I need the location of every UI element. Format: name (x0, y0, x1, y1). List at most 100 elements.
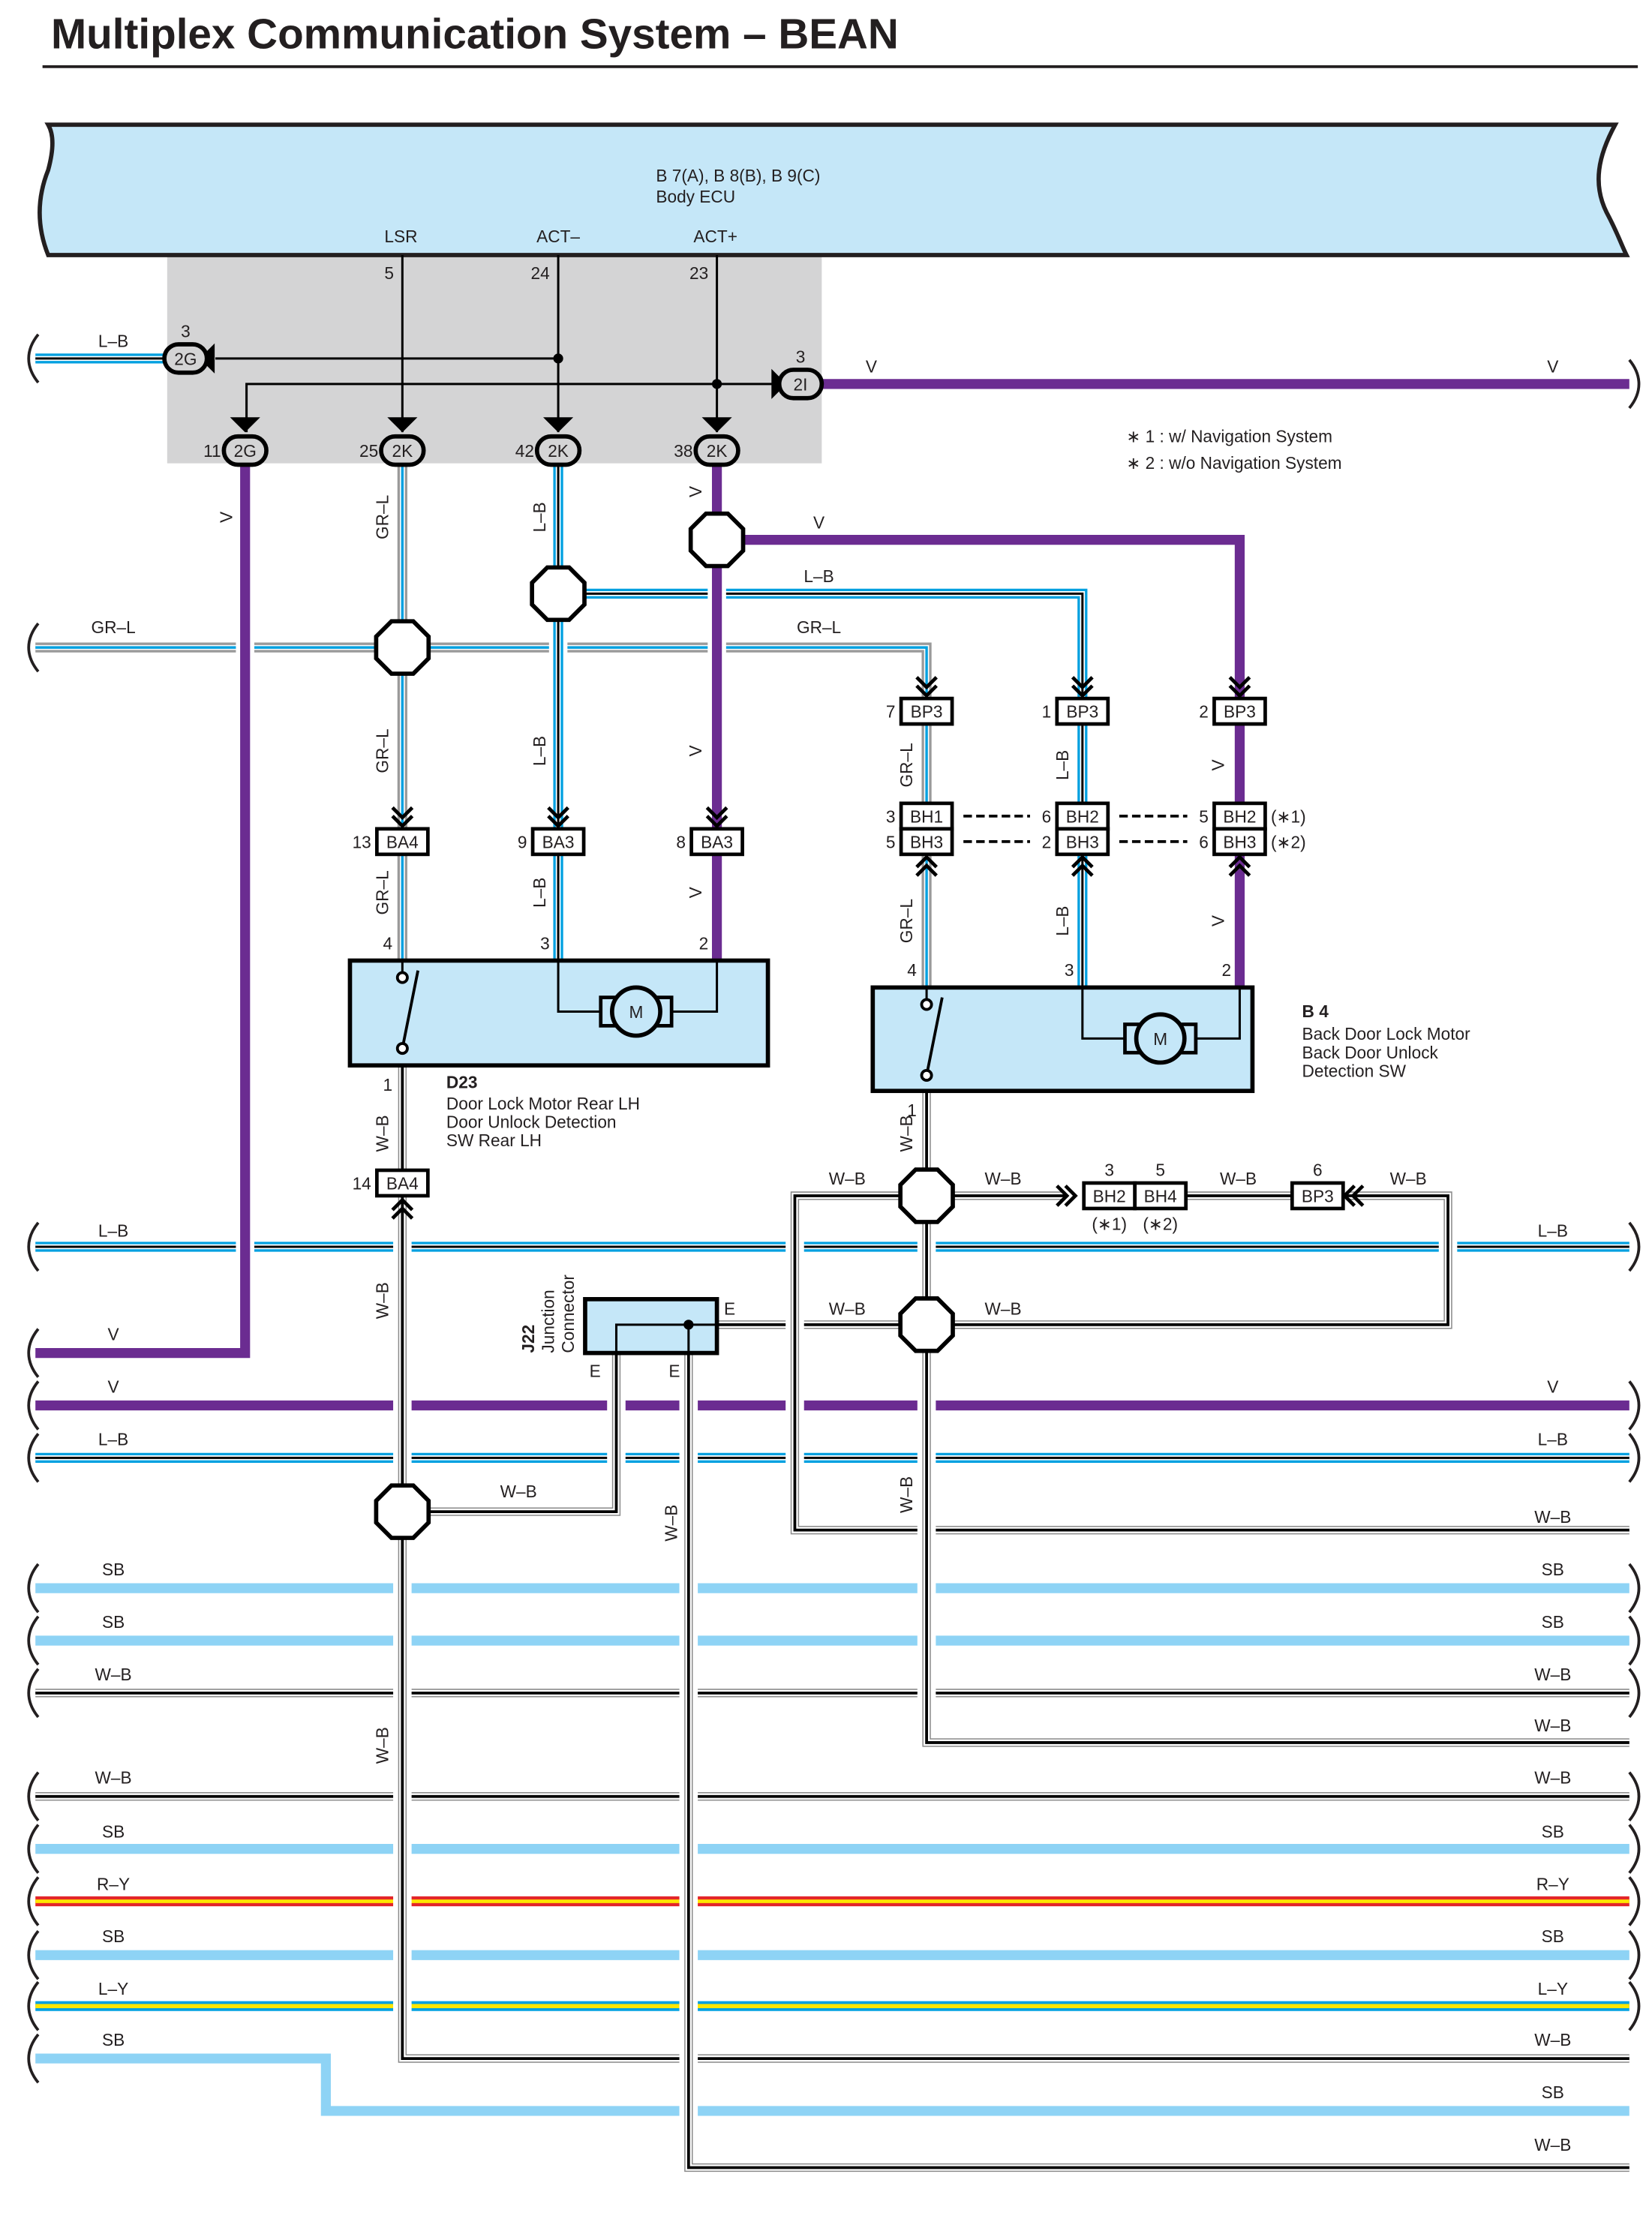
connector-id: BP3 (1066, 702, 1098, 722)
wire-stroke (716, 1192, 1452, 1328)
motor-label: M (629, 1002, 644, 1022)
bus-label-right: SB (1542, 1612, 1564, 1632)
switch-contact (920, 998, 933, 1011)
splice-point (374, 1483, 431, 1540)
chevron-stroke (547, 815, 569, 829)
connector-shape (374, 1168, 430, 1198)
ecu-pin-lsr: 5 (384, 263, 394, 283)
wire-grl (35, 642, 932, 698)
connector-shape (1055, 696, 1110, 726)
chevron-stroke (1228, 863, 1251, 877)
wire-gap (35, 464, 254, 1362)
connector-variant-note: (∗2) (1271, 832, 1306, 851)
connector-pin: 9 (518, 832, 527, 851)
connector-2k: 2K 25 (359, 434, 426, 467)
break-mark-left (27, 1563, 40, 1614)
break-mark-right (1628, 1433, 1641, 1483)
wire-wb (402, 1353, 626, 1521)
switch-contact (395, 1042, 409, 1055)
junction-dot (711, 379, 722, 389)
wire-label: GR–L (797, 617, 841, 637)
break-mark-right (1628, 1824, 1641, 1874)
switch-blade (925, 997, 944, 1076)
splice-point (688, 511, 746, 569)
wire-gap (716, 1186, 1458, 1335)
connector-id: BH2 (1093, 1186, 1126, 1206)
connector-pin: 25 (359, 441, 378, 461)
connector-pin: 6 (1199, 832, 1209, 851)
wire-v (716, 534, 1245, 698)
wire-label: L–B (1053, 905, 1072, 935)
break-mark-right (1628, 1668, 1641, 1719)
ecu-pin-act-plus: 23 (689, 263, 708, 283)
break-mark-right (1628, 1980, 1641, 2031)
wires (27, 255, 1641, 2177)
motor-wire (1193, 987, 1241, 1040)
connector-id: BA3 (701, 832, 733, 851)
chevron-icon (391, 1197, 414, 1220)
motor-wire (668, 960, 719, 1013)
wire-label: W–B (1220, 1169, 1257, 1188)
arrow-head (543, 417, 574, 433)
body-ecu: B 7(A), B 8(B), B 9(C) Body ECU LSR ACT–… (38, 122, 1630, 464)
wire-wb (716, 1186, 1458, 1335)
connector-pin: 13 (353, 832, 371, 851)
bus-label-left: SB (102, 1612, 125, 1632)
bus-label-right: L–Y (1538, 1979, 1568, 1998)
break-mark-left (27, 1433, 40, 1483)
connector-pin: 11 (203, 441, 221, 461)
connector-pin: 1 (1042, 702, 1052, 722)
wire-label: L–B (98, 332, 128, 351)
motor-icon (1134, 1012, 1187, 1065)
connector-shape (776, 368, 824, 401)
component-box (347, 958, 770, 1068)
connector-shape (162, 342, 209, 375)
connector-id: 2K (548, 441, 569, 461)
connector-pin: 5 (1155, 1161, 1165, 1180)
motor-wire (1081, 987, 1128, 1040)
chevron-stroke (391, 806, 414, 821)
wire-label: W–B (985, 1169, 1022, 1188)
component-name: Door Unlock Detection (446, 1112, 617, 1131)
wire-label: L–B (1053, 750, 1072, 780)
wire-label: W–B (897, 1476, 916, 1513)
connector-ba3: BA3 9 (518, 827, 586, 857)
connector-shape (1055, 827, 1110, 857)
wire-label: W–B (985, 1299, 1022, 1319)
connector-id: BP3 (1302, 1186, 1334, 1206)
component-pin: 4 (383, 933, 393, 953)
connector-variant-note: (∗1) (1092, 1214, 1127, 1233)
bus-label-left: SB (102, 1821, 125, 1841)
arrow-head (701, 417, 732, 433)
break-mark-right (1628, 1221, 1641, 1272)
connector-pin: 6 (1042, 806, 1052, 826)
note-2: ∗ 2 : w/o Navigation System (1126, 453, 1341, 473)
bus-label-left: W–B (95, 1665, 132, 1684)
bus-label-right: SB (1542, 1821, 1564, 1841)
wire-stroke (686, 1324, 1629, 2169)
wire-label: GR–L (91, 617, 135, 637)
connector-id: 2K (392, 441, 413, 461)
connector-id: BP3 (1224, 702, 1256, 722)
break-mark-left (27, 1615, 40, 1666)
wire-v (35, 464, 254, 1362)
connector-pin: 6 (1313, 1161, 1323, 1180)
chevron-stroke (1228, 676, 1251, 690)
break-mark-left (27, 1980, 40, 2031)
wire-label: GR–L (372, 495, 392, 539)
junction-terminal: E (590, 1362, 601, 1381)
bus-label-right: W–B (1534, 1665, 1571, 1684)
connector-shape (899, 696, 954, 726)
connector-id: BA3 (542, 832, 575, 851)
wire-stroke (402, 1353, 618, 1514)
connector-id: BH4 (1144, 1186, 1177, 1206)
connector-shape (379, 434, 426, 467)
bus-label-left: V (108, 1377, 120, 1396)
component-pin: 4 (907, 960, 917, 980)
page-title: Multiplex Communication System – BEAN (51, 11, 899, 58)
